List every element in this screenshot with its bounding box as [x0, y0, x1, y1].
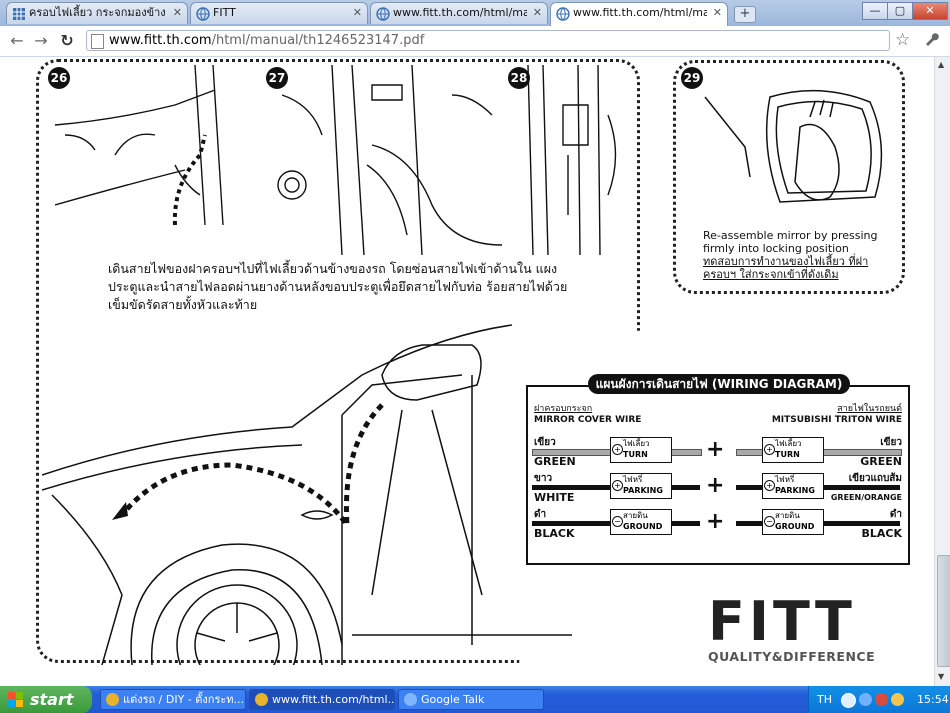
tray-arrow-icon[interactable] — [841, 693, 856, 708]
fitt-logo: FITT QUALITY&DIFFERENCE — [708, 590, 904, 665]
instruction-text: เดินสายไฟของฝาครอบฯไปที่ไฟเลี้ยวด้านข้าง… — [108, 261, 568, 312]
step-29-mirror-illustration — [704, 89, 883, 203]
step-29-caption-th: ทดสอบการทำงานของไฟเลี้ยว ที่ฝาครอบฯ ใส่ก… — [703, 255, 869, 281]
language-indicator[interactable]: TH — [817, 693, 832, 706]
network-icon[interactable] — [859, 693, 872, 706]
wrench-menu-icon[interactable] — [923, 31, 939, 51]
volume-icon[interactable] — [891, 693, 904, 706]
close-tab-icon[interactable]: ✕ — [712, 6, 722, 19]
scroll-up-icon[interactable]: ▲ — [938, 60, 945, 69]
wiring-diagram-title: แผนผังการเดินสายไฟ (WIRING DIAGRAM) — [588, 374, 850, 394]
new-tab-button[interactable]: + — [734, 6, 756, 23]
page-icon — [91, 34, 104, 49]
tab-1[interactable]: ครอบไฟเลี้ยว กระจกมองข้าง ✕ — [6, 2, 188, 24]
step-29-caption-en: Re-assemble mirror by pressing firmly in… — [703, 229, 878, 255]
tab-label: ครอบไฟเลี้ยว กระจกมองข้าง — [29, 6, 166, 19]
globe-icon — [376, 7, 390, 21]
taskbar-item-2[interactable]: www.fitt.th.com/html... — [249, 689, 395, 710]
maximize-button[interactable]: ▢ — [887, 2, 913, 20]
globe-icon — [196, 7, 210, 21]
tab-4-active[interactable]: www.fitt.th.com/html/manual/ ✕ — [550, 2, 728, 26]
left-header: ฝาครอบกระจก MIRROR COVER WIRE — [534, 404, 642, 425]
pdf-viewport[interactable]: 26 27 28 29 เดินสายไฟของ — [0, 57, 934, 686]
car-illustration — [42, 324, 572, 665]
windows-flag-icon — [8, 692, 23, 707]
globe-icon — [556, 7, 570, 21]
step-26-illustration — [55, 65, 224, 226]
scroll-thumb[interactable] — [937, 555, 950, 667]
chrome-icon — [255, 693, 268, 706]
browser-tab-strip: ครอบไฟเลี้ยว กระจกมองข้าง ✕ FITT ✕ www.f… — [0, 0, 950, 26]
security-icon[interactable] — [875, 693, 888, 706]
brand-tagline: QUALITY&DIFFERENCE — [708, 649, 876, 664]
url-text: www.fitt.th.com/html/manual/th1246523147… — [109, 33, 425, 48]
close-tab-icon[interactable]: ✕ — [532, 6, 542, 19]
scroll-down-icon[interactable]: ▼ — [938, 672, 945, 681]
grid-icon — [13, 8, 25, 20]
google-talk-icon — [404, 693, 417, 706]
browser-toolbar: ← → ↻ www.fitt.th.com/html/manual/th1246… — [0, 26, 950, 57]
close-window-button[interactable]: ✕ — [912, 2, 948, 20]
step-27-illustration — [277, 65, 502, 255]
step-29-badge: 29 — [681, 67, 703, 89]
brand-name: FITT — [708, 590, 856, 653]
tab-label: www.fitt.th.com/html/manual/ — [573, 6, 707, 19]
address-bar[interactable]: www.fitt.th.com/html/manual/th1246523147… — [86, 30, 890, 51]
tab-2[interactable]: FITT ✕ — [190, 2, 368, 24]
step-29-caption: Re-assemble mirror by pressing firmly in… — [703, 229, 893, 281]
taskbar-item-3[interactable]: Google Talk — [398, 689, 544, 710]
step-27-badge: 27 — [266, 67, 288, 89]
right-header: สายไฟในรถยนต์ MITSUBISHI TRITON WIRE — [771, 404, 902, 425]
step-28-badge: 28 — [508, 67, 530, 89]
reload-button[interactable]: ↻ — [60, 31, 74, 50]
wire-row-white: ขาว WHITE +ไฟหรี่PARKING + +ไฟหรี่PARKIN… — [532, 473, 902, 504]
connector-parking-left: +ไฟหรี่PARKING — [610, 473, 672, 499]
wiring-diagram: แผนผังการเดินสายไฟ (WIRING DIAGRAM) ฝาคร… — [526, 374, 910, 565]
connector-parking-right: +ไฟหรี่PARKING — [762, 473, 824, 499]
start-button[interactable]: start — [0, 686, 92, 713]
forward-button[interactable]: → — [34, 31, 48, 50]
close-tab-icon[interactable]: ✕ — [352, 6, 362, 19]
manual-panel-29 — [673, 60, 905, 294]
chrome-icon — [106, 693, 119, 706]
close-tab-icon[interactable]: ✕ — [172, 6, 182, 19]
system-tray: TH 15:54 — [808, 686, 950, 713]
back-button[interactable]: ← — [10, 31, 24, 50]
vertical-scrollbar[interactable]: ▲ ▼ — [934, 57, 950, 686]
clock: 15:54 — [917, 693, 949, 706]
step-28-illustration — [527, 65, 617, 255]
minimize-button[interactable]: — — [862, 2, 888, 20]
step-26-badge: 26 — [48, 67, 70, 89]
taskbar-item-1[interactable]: แต่งรถ / DIY - ตั้งกระท... — [100, 689, 246, 710]
bookmark-star-icon[interactable]: ☆ — [895, 30, 911, 50]
windows-taskbar: start แต่งรถ / DIY - ตั้งกระท... www.fit… — [0, 686, 950, 713]
tab-label: www.fitt.th.com/html/manual/ — [393, 6, 527, 19]
tab-label: FITT — [213, 6, 236, 19]
tab-3[interactable]: www.fitt.th.com/html/manual/ ✕ — [370, 2, 548, 24]
